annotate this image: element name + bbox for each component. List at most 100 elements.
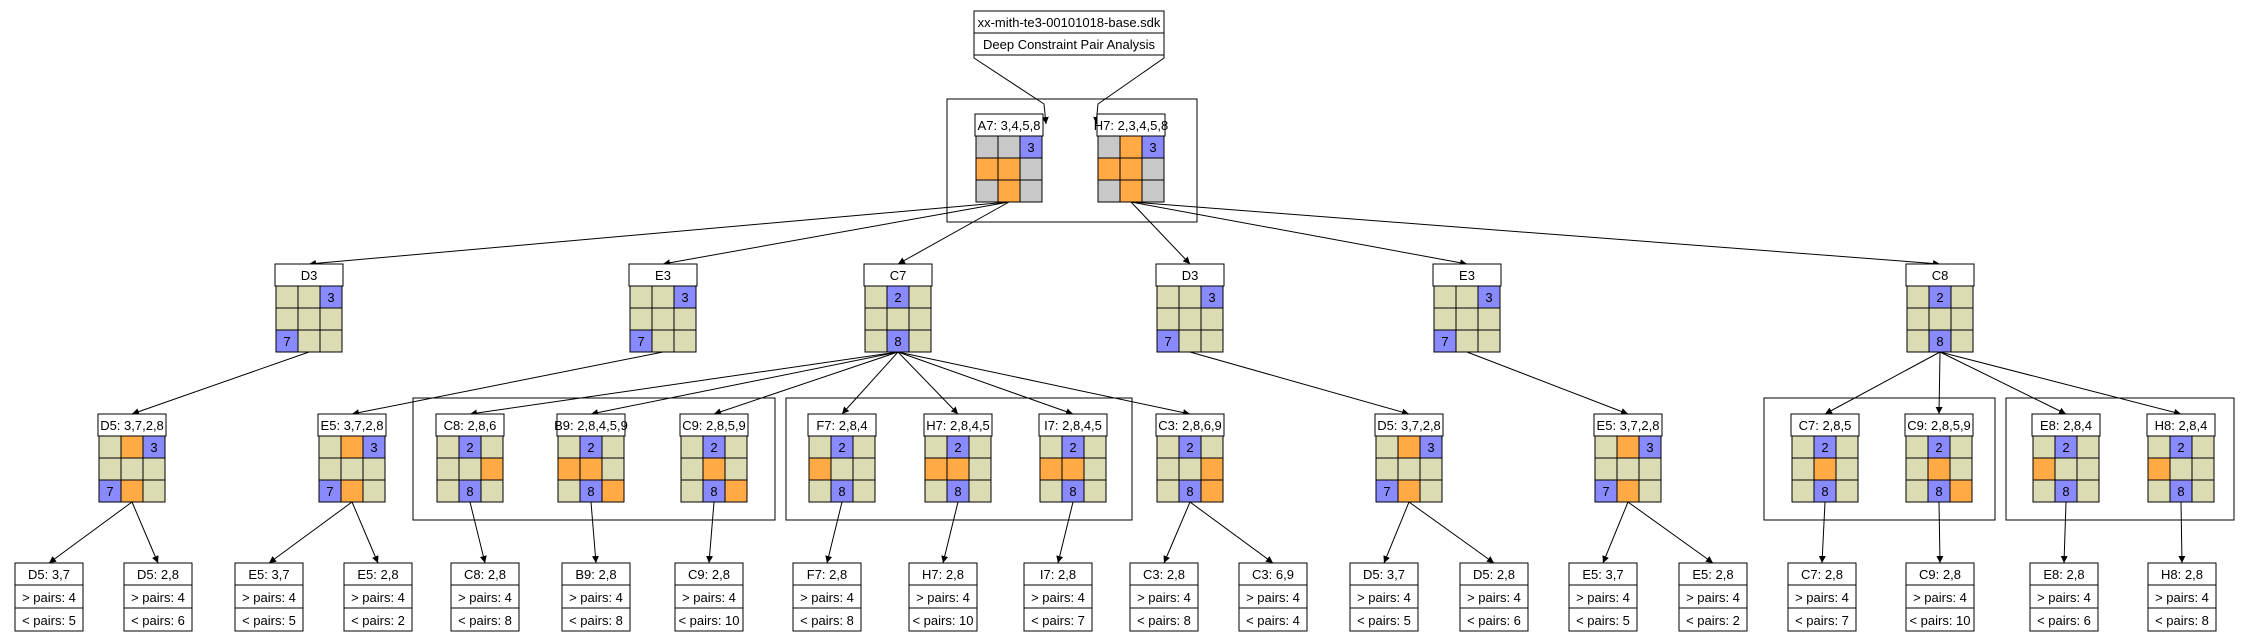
leaf-label: C3: 6,9 bbox=[1252, 567, 1294, 582]
level3-node-n3b: E5: 3,7,2,837 bbox=[317, 413, 387, 503]
edge-root-a7 bbox=[973, 33, 1049, 125]
cell-digit: 2 bbox=[466, 440, 473, 455]
grid-cell bbox=[852, 479, 876, 503]
leaf-label: D5: 3,7 bbox=[28, 567, 70, 582]
grid-cell bbox=[1141, 157, 1165, 181]
grid-cell bbox=[120, 479, 144, 503]
cell-digit: 2 bbox=[1935, 440, 1942, 455]
level3-node-n3m: C9: 2,8,5,928 bbox=[1904, 413, 1974, 503]
level3-node-n3h: I7: 2,8,4,528 bbox=[1038, 413, 1108, 503]
node-label: H8: 2,8,4 bbox=[2155, 418, 2208, 433]
grid-cell bbox=[601, 457, 625, 481]
cell-digit: 2 bbox=[1069, 440, 1076, 455]
grid-cell bbox=[1950, 285, 1974, 309]
cluster-c8-left bbox=[1763, 397, 1996, 521]
leaf-greater-pairs: > pairs: 4 bbox=[569, 590, 623, 605]
leaf-node-l14: D5: 2,8> pairs: 4< pairs: 6 bbox=[1459, 562, 1529, 632]
leaf-less-pairs: < pairs: 5 bbox=[22, 613, 76, 628]
grid-cell bbox=[1477, 307, 1501, 331]
grid-cell bbox=[724, 479, 748, 503]
level3-node-n3f: F7: 2,8,428 bbox=[807, 413, 877, 503]
grid-cell bbox=[557, 435, 581, 459]
grid-cell bbox=[1141, 179, 1165, 203]
cell-digit: 7 bbox=[326, 484, 333, 499]
cell-digit: 7 bbox=[1383, 484, 1390, 499]
leaf-greater-pairs: > pairs: 4 bbox=[351, 590, 405, 605]
root-node: xx-mith-te3-00101018-base.sdk Deep Const… bbox=[973, 10, 1165, 56]
grid-cell bbox=[1928, 307, 1952, 331]
leaf-greater-pairs: > pairs: 4 bbox=[1467, 590, 1521, 605]
leaf-less-pairs: < pairs: 5 bbox=[1576, 613, 1630, 628]
grid-cell bbox=[275, 285, 299, 309]
leaf-box bbox=[792, 562, 862, 632]
grid-cell bbox=[2191, 435, 2215, 459]
grid-cell bbox=[1835, 457, 1859, 481]
cell-digit: 2 bbox=[710, 440, 717, 455]
level3-node-n3k: E5: 3,7,2,837 bbox=[1593, 413, 1663, 503]
grid-cell bbox=[680, 479, 704, 503]
grid-cell bbox=[340, 479, 364, 503]
cluster-boxes bbox=[412, 98, 2235, 521]
grid-cell bbox=[975, 135, 999, 159]
leaf-node-l19: E8: 2,8> pairs: 4< pairs: 6 bbox=[2029, 562, 2099, 632]
grid-cell bbox=[1950, 329, 1974, 353]
cell-digit: 8 bbox=[2062, 484, 2069, 499]
cell-digit: 2 bbox=[2062, 440, 2069, 455]
grid-cell bbox=[1200, 479, 1224, 503]
leaf-less-pairs: < pairs: 6 bbox=[2037, 613, 2091, 628]
grid-cell bbox=[297, 307, 321, 331]
leaf-label: E8: 2,8 bbox=[2043, 567, 2084, 582]
edge-n3j-l14 bbox=[1408, 501, 1495, 564]
grid-cell bbox=[673, 307, 697, 331]
node-label: A7: 3,4,5,8 bbox=[978, 118, 1041, 133]
cell-digit: 3 bbox=[1027, 140, 1034, 155]
leaf-less-pairs: < pairs: 2 bbox=[351, 613, 405, 628]
leaf-label: E5: 3,7 bbox=[1582, 567, 1623, 582]
grid-cell bbox=[1200, 307, 1224, 331]
grid-cell bbox=[1097, 157, 1121, 181]
leaf-node-l11: C3: 2,8> pairs: 4< pairs: 8 bbox=[1129, 562, 1199, 632]
cell-digit: 8 bbox=[1935, 484, 1942, 499]
grid-cell bbox=[2032, 457, 2056, 481]
edge-n3b-l4 bbox=[351, 501, 379, 564]
grid-cell bbox=[1083, 435, 1107, 459]
edge-n3c-l5 bbox=[469, 501, 487, 564]
grid-cell bbox=[1455, 329, 1479, 353]
grid-cell bbox=[1156, 307, 1180, 331]
leaf-greater-pairs: > pairs: 4 bbox=[1576, 590, 1630, 605]
grid-cell bbox=[480, 435, 504, 459]
node-label: I7: 2,8,4,5 bbox=[1044, 418, 1102, 433]
grid-cell bbox=[98, 435, 122, 459]
leaf-less-pairs: < pairs: 2 bbox=[1686, 613, 1740, 628]
leaf-node-l15: E5: 3,7 > pairs: 4 < pairs: 5 bbox=[1568, 562, 1638, 632]
leaf-greater-pairs: > pairs: 4 bbox=[2155, 590, 2209, 605]
leaf-node-l7: C9: 2,8> pairs: 4< pairs: 10 bbox=[674, 562, 744, 632]
cell-digit: 2 bbox=[894, 290, 901, 305]
grid-cell bbox=[2032, 479, 2056, 503]
edge-n2f-n3l bbox=[1824, 351, 1941, 415]
cell-digit: 7 bbox=[637, 334, 644, 349]
grid-cell bbox=[2147, 435, 2171, 459]
leaf-node-l18: C9: 2,8> pairs: 4< pairs: 10 bbox=[1905, 562, 1975, 632]
grid-cell bbox=[601, 479, 625, 503]
edge-n3o-l20 bbox=[2178, 501, 2186, 564]
edge-H7-n2d bbox=[1130, 201, 1191, 265]
grid-cell bbox=[1200, 329, 1224, 353]
cell-digit: 7 bbox=[283, 334, 290, 349]
grid-cell bbox=[275, 307, 299, 331]
edge-n3i-l11 bbox=[1163, 501, 1191, 564]
edge-n3i-l12 bbox=[1189, 501, 1274, 564]
level1-node-A7: A7: 3,4,5,8 3 bbox=[974, 113, 1044, 203]
cell-digit: 2 bbox=[2177, 440, 2184, 455]
node-label: D5: 3,7,2,8 bbox=[1377, 418, 1441, 433]
grid-cell bbox=[436, 435, 460, 459]
grid-cell bbox=[1419, 457, 1443, 481]
leaf-node-l13: D5: 3,7> pairs: 4< pairs: 5 bbox=[1349, 562, 1419, 632]
leaf-less-pairs: < pairs: 7 bbox=[1795, 613, 1849, 628]
grid-cell bbox=[1905, 435, 1929, 459]
root-file-label: xx-mith-te3-00101018-base.sdk bbox=[978, 15, 1161, 30]
leaf-box bbox=[674, 562, 744, 632]
grid-cell bbox=[1813, 457, 1837, 481]
node-label: C7 bbox=[890, 268, 907, 283]
